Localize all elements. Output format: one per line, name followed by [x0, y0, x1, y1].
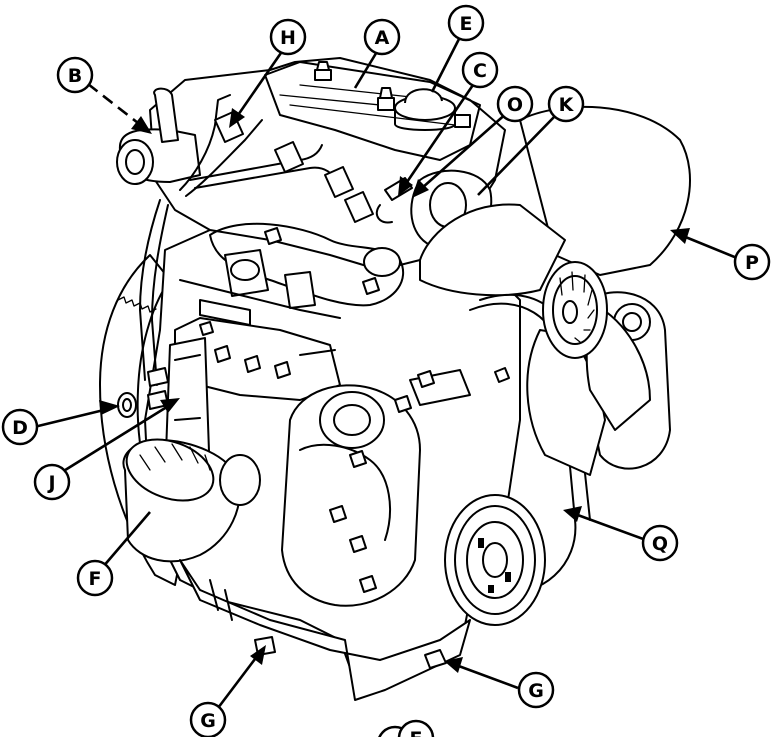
leader-lines [33, 36, 738, 709]
svg-text:D: D [12, 417, 28, 439]
injector-nozzles [214, 111, 374, 223]
timing-cover [281, 369, 471, 607]
svg-text:A: A [375, 27, 390, 49]
block-bolts [199, 227, 510, 388]
flywheel-housing [99, 254, 181, 586]
svg-text:F: F [89, 568, 102, 590]
svg-text:O: O [507, 94, 523, 116]
callout-o: O [496, 85, 534, 123]
callout-h: H [269, 18, 307, 56]
svg-text:H: H [280, 27, 296, 49]
svg-text:A: A [388, 734, 403, 737]
svg-text:Q: Q [652, 533, 668, 555]
fuel-inlet-fitting [117, 367, 169, 418]
svg-text:K: K [559, 94, 575, 116]
callout-d: D [1, 408, 39, 446]
callout-g-left: G [189, 701, 227, 737]
svg-text:E: E [410, 728, 423, 737]
svg-text:G: G [200, 710, 216, 732]
cover-nuts [314, 61, 471, 128]
callout-a: A [363, 18, 401, 56]
fuel-injection-lines [139, 94, 341, 386]
callout-e: E [447, 4, 485, 42]
oil-filter [122, 438, 261, 563]
ring-gear-teeth [117, 296, 157, 313]
injection-pump [174, 249, 341, 401]
svg-text:P: P [745, 252, 759, 274]
engine-illustration [99, 57, 691, 701]
callout-q: Q [641, 524, 679, 562]
callout-p: P [733, 243, 771, 281]
svg-text:B: B [68, 65, 82, 87]
callout-g-right: G [517, 671, 555, 709]
thermostat-housing [116, 87, 201, 185]
callout-f: F [76, 559, 114, 597]
callout-c: C [461, 51, 499, 89]
callout-b: B [56, 56, 94, 94]
cooling-fan [419, 105, 691, 476]
svg-text:G: G [528, 680, 544, 702]
callout-partial-right: E [397, 719, 435, 737]
callout-j: J [33, 463, 71, 501]
svg-text:C: C [473, 60, 487, 82]
svg-text:E: E [460, 13, 473, 35]
callout-k: K [547, 85, 585, 123]
crankshaft-pulley [444, 494, 546, 626]
svg-text:J: J [46, 472, 55, 494]
